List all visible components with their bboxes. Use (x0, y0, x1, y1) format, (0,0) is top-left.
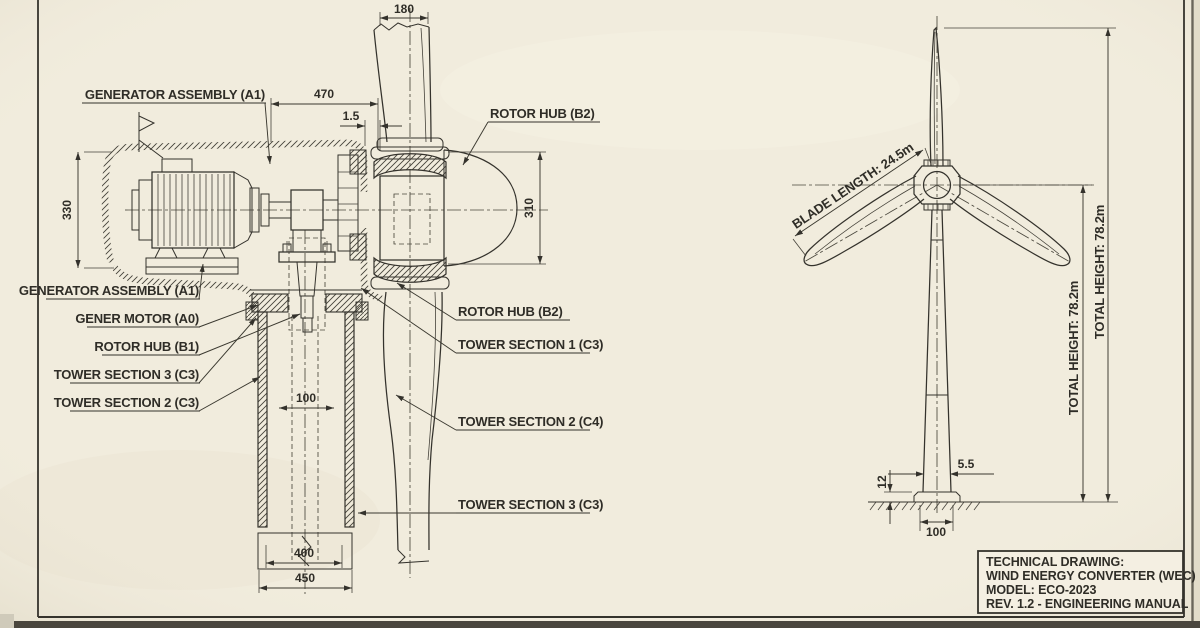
dim-foundation-height: 12 (875, 475, 889, 489)
title-block-line1: TECHNICAL DRAWING: (986, 555, 1124, 569)
title-block-line2: WIND ENERGY CONVERTER (WEC) (986, 569, 1196, 583)
label-rotor-hub-b1: ROTOR HUB (B1) (94, 339, 199, 354)
label-gener-motor-a0: GENER MOTOR (A0) (75, 311, 199, 326)
foundation-dimensions: 5.5 12 100 (875, 457, 994, 539)
dim-foundation-width: 100 (926, 525, 946, 539)
dim-hub-diameter: 310 (522, 198, 536, 218)
dim-tower-bore: 100 (296, 391, 316, 405)
spinner-nose-cone (443, 149, 518, 267)
elevation-blade-right (949, 175, 1071, 267)
label-generator-assembly-a1-top: GENERATOR ASSEMBLY (A1) (85, 87, 265, 102)
paper-bottom-edge (14, 621, 1200, 628)
label-rotor-hub-b2-top: ROTOR HUB (B2) (490, 106, 595, 121)
label-rotor-hub-b2: ROTOR HUB (B2) (458, 304, 563, 319)
motor-cooling-fins (157, 174, 231, 246)
label-tower-section-3-c3-left: TOWER SECTION 3 (C3) (54, 367, 199, 382)
dim-clearance: 1.5 (343, 109, 360, 123)
rotor-hub (370, 137, 518, 290)
title-block-line4: REV. 1.2 - ENGINEERING MANUAL (986, 597, 1189, 611)
dim-nacelle-length: 470 (314, 87, 334, 101)
label-tower-section-2-c4: TOWER SECTION 2 (C4) (458, 414, 603, 429)
label-tower-section-3-c3: TOWER SECTION 3 (C3) (458, 497, 603, 512)
section-labels-left: GENERATOR ASSEMBLY (A1) GENERATOR ASSEMB… (19, 87, 266, 412)
tower-break-box (257, 532, 353, 570)
elevation-tower (922, 209, 952, 493)
dim-tower-outer: 400 (294, 546, 314, 560)
label-generator-assembly-a1: GENERATOR ASSEMBLY (A1) (19, 283, 199, 298)
generator-motor (131, 158, 253, 275)
dim-nacelle-height: 330 (60, 200, 74, 220)
label-total-height-tip: TOTAL HEIGHT: 78.2m (1092, 205, 1107, 339)
title-block-line3: MODEL: ECO-2023 (986, 583, 1096, 597)
label-tower-section-2-c3-left: TOWER SECTION 2 (C3) (54, 395, 199, 410)
elevation-blade-up (929, 26, 944, 167)
total-height-dimensions: TOTAL HEIGHT: 78.2m TOTAL HEIGHT: 78.2m (944, 27, 1116, 502)
section-dimensions: 180 470 1.5 330 310 100 (60, 2, 546, 593)
label-total-height-hub: TOTAL HEIGHT: 78.2m (1066, 281, 1081, 415)
section-leaders (198, 102, 489, 516)
blade-lower (382, 291, 443, 564)
dim-blade-chord: 180 (394, 2, 414, 16)
section-labels-right: ROTOR HUB (B2) ROTOR HUB (B2) TOWER SECT… (456, 106, 603, 514)
dim-tower-base: 450 (295, 571, 315, 585)
drive-shaft-couplings (249, 149, 367, 261)
tower-section-walls (257, 311, 355, 570)
nacelle-section-view: 180 470 1.5 330 310 100 (19, 2, 603, 594)
blade-upper (373, 22, 432, 143)
dim-tower-top-width: 5.5 (958, 457, 975, 471)
label-tower-section-1-c3: TOWER SECTION 1 (C3) (458, 337, 603, 352)
anemometer-mast (138, 112, 164, 159)
title-block: TECHNICAL DRAWING: WIND ENERGY CONVERTER… (977, 550, 1196, 614)
yaw-shaft-assembly (278, 229, 336, 333)
